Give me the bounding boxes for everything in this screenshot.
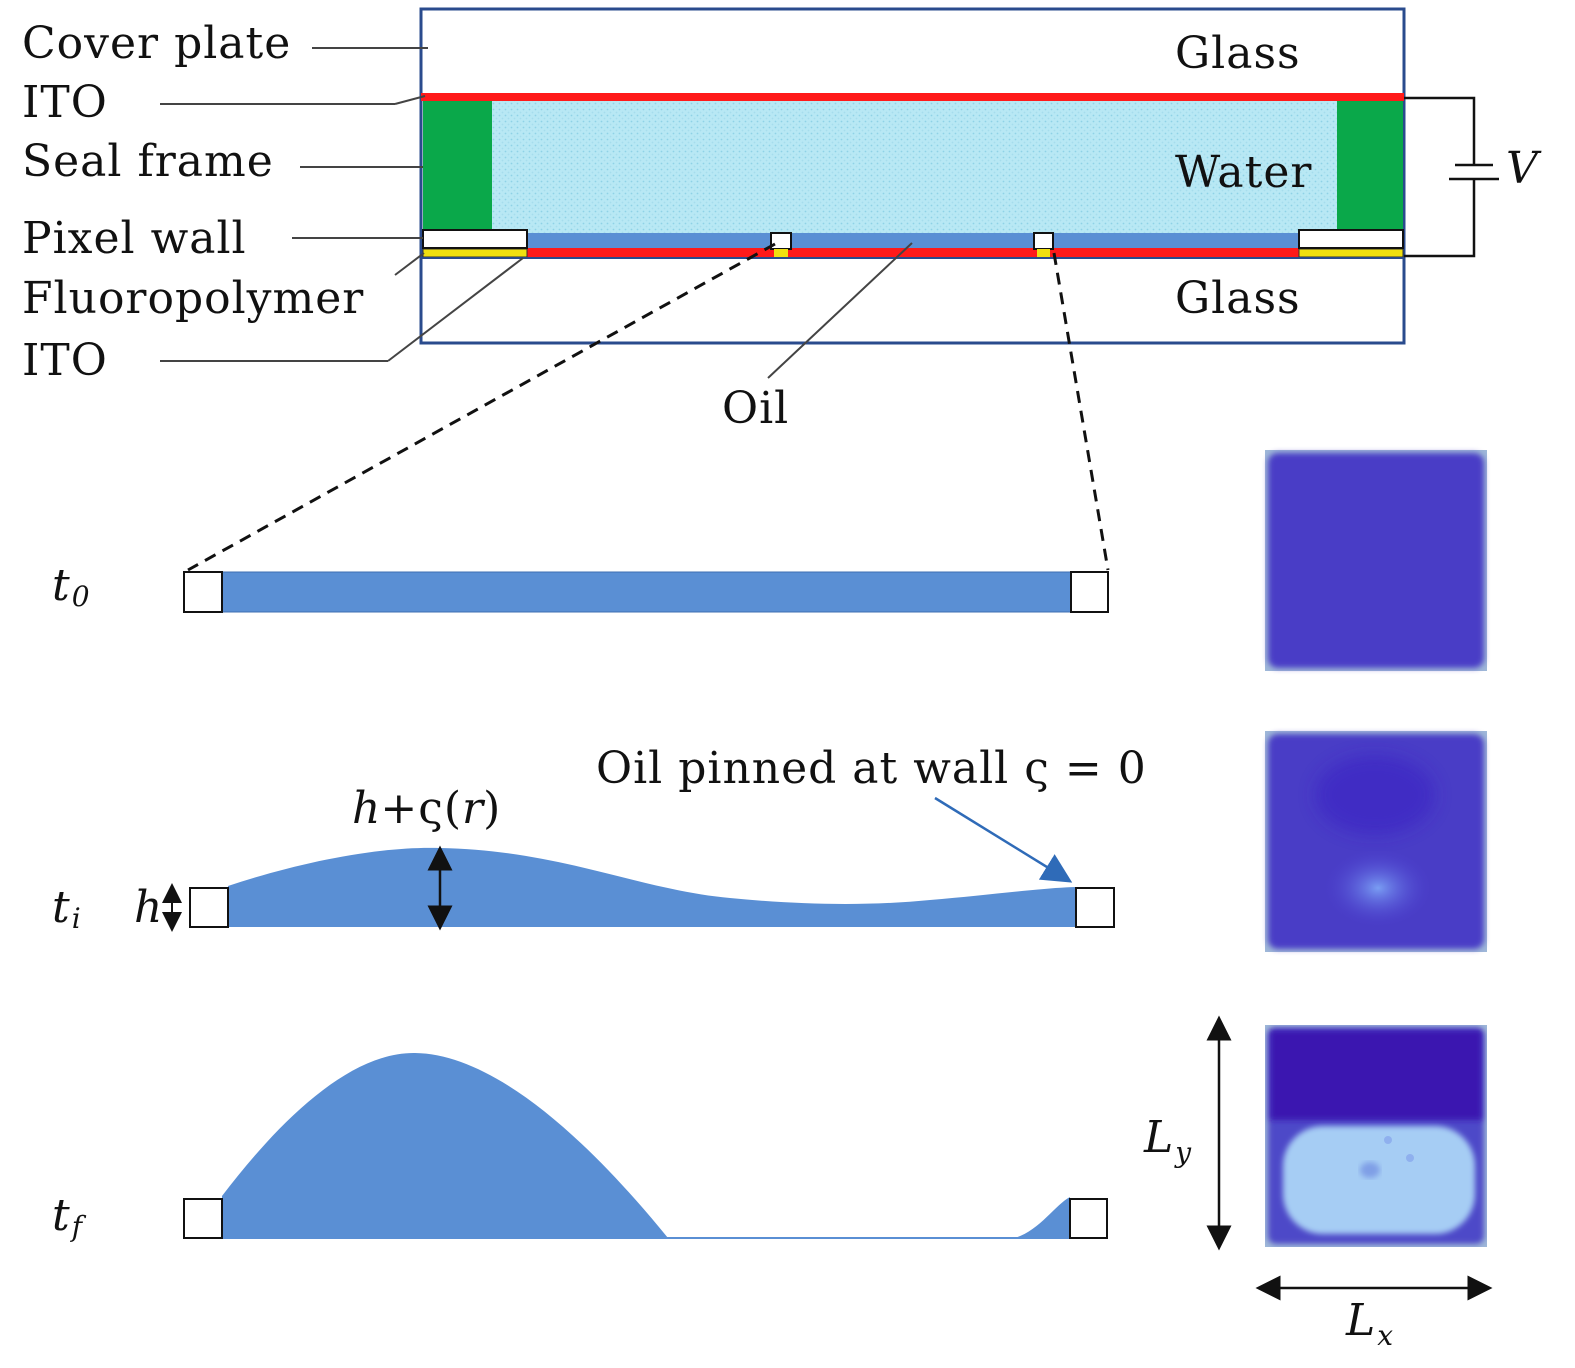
water-layer [492,100,1337,233]
pixel-wall-right-tf [1069,1198,1108,1239]
pixel-wall-right-t0 [1070,571,1109,613]
zoom-line-left [187,242,776,572]
pixel-wall-right-ti [1075,887,1115,928]
layer-labels: Cover plate ITO Seal frame Pixel wall Fl… [22,18,524,386]
profile-ti [162,845,1115,932]
pinned-arrow [934,796,1073,883]
water-label: Water [1175,147,1312,198]
ito-bottom-layer [527,248,1299,257]
pixel-wall-left [422,229,528,249]
oil-residue-tf [1015,1197,1070,1238]
zoom-line-right [1052,252,1110,571]
pixel-wall-left-ti [189,887,229,928]
fluoropolymer-left [422,248,528,258]
double-arrow-icon [1206,1015,1493,1301]
fluoropolymer-label: Fluoropolymer [22,273,364,324]
profile-t0 [183,571,1109,613]
pixel-wall-label: Pixel wall [22,213,247,264]
t0-label: t0 [52,560,90,613]
fluoropolymer-right [1298,248,1404,258]
ito-top-label: ITO [22,77,108,128]
ito-top-layer [421,93,1404,101]
oil-droplet-tf [222,1052,668,1238]
height-expression: h+ς(r) [352,783,501,834]
profile-tf [183,1052,1108,1239]
pixel-image-ti [1265,731,1487,952]
battery-icon [1404,96,1499,258]
glass-top-label: Glass [1175,28,1301,79]
oil-label: Oil [722,383,789,434]
cell-cross-section: Glass Water Glass [419,7,1406,345]
pixel-image-t0 [1265,450,1487,671]
tf-label: tf [52,1190,87,1243]
pixel-wall-left-tf [183,1198,223,1239]
voltage-label: V [1506,143,1542,194]
wall-foot-2 [1037,249,1050,257]
h-label: h [134,882,162,933]
pixel-wall-left-t0 [183,571,223,613]
oil-leader-line [767,242,913,379]
seal-frame-label: Seal frame [22,136,274,187]
pixel-wall-mid-2 [1033,232,1054,250]
oil-layer [527,233,1299,248]
glass-bottom-label: Glass [1175,273,1301,324]
seal-frame-right [1337,100,1403,233]
pixel-wall-mid-1 [770,232,792,250]
oil-film-ti [228,847,1076,927]
ito-bottom-label: ITO [22,335,108,386]
oil-film-t0 [221,571,1072,613]
ly-label: Ly [1143,1112,1192,1169]
ti-label: ti [52,882,81,935]
cover-plate-label: Cover plate [22,18,291,69]
wall-foot-1 [774,249,788,257]
pixel-wall-right [1298,229,1404,249]
pixel-image-tf [1265,1025,1487,1247]
oil-pinned-label: Oil pinned at wall ς = 0 [596,743,1147,794]
seal-frame-left [423,100,492,233]
lx-label: Lx [1345,1295,1393,1352]
